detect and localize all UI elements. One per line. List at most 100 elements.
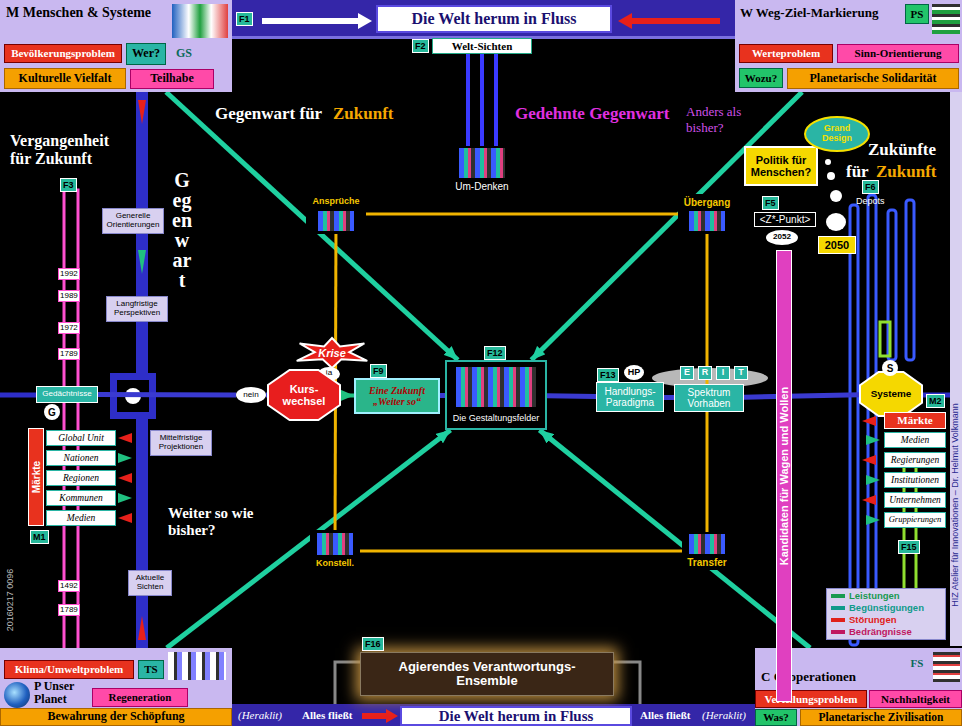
thumbnail-picture [689, 211, 725, 231]
section-heading: Gedehnte Gegenwart [515, 104, 669, 124]
decision-octagon: Kurs-wechsel [268, 370, 340, 420]
connector [166, 92, 458, 360]
section-heading: Vergangenheit für Zukunft [10, 132, 128, 168]
note: Depots [856, 196, 885, 206]
box-label: Transfer [687, 557, 726, 568]
box-label: Werteproblem [752, 47, 820, 59]
view-pillar [466, 54, 470, 146]
title-banner: Die Welt herum in Fluss [400, 706, 632, 726]
callout-number: F3 [60, 178, 77, 192]
thumbnail-picture [172, 4, 228, 38]
bottom-band [232, 704, 755, 726]
box-label: Regeneration [109, 691, 172, 703]
process-box: Gedächtnisse [36, 386, 98, 403]
small-arrow [138, 616, 146, 640]
thumbnail-picture [932, 4, 960, 34]
callout-number: F6 [862, 180, 879, 194]
box-label: Klima/Umweltproblem [15, 663, 124, 675]
actor-box: Gruppierungen [884, 512, 946, 528]
system-octagon: Systeme [860, 372, 922, 416]
corner-panel: P Unser PlanetKlima/UmweltproblemTSRegen… [0, 648, 232, 726]
actor-box: Institutionen [884, 472, 946, 488]
legend-swatch [831, 618, 845, 622]
small-arrow [866, 475, 880, 485]
callout-number: M2 [926, 394, 945, 408]
box-label: Bewahrung der Schöpfung [47, 710, 184, 723]
axis-line [0, 393, 36, 398]
quote-note: (Heraklit) [700, 709, 748, 721]
depot-bar [850, 205, 858, 645]
shape-fill [297, 338, 368, 368]
letter-box: E [680, 366, 694, 380]
depot-bar [906, 200, 914, 360]
box-label: Nationen [64, 453, 99, 463]
label-text: F13 [600, 370, 616, 380]
label-text: HIZ Atelier für Innovationen – Dr. Helmu… [950, 403, 960, 607]
box-label: Eine Zukunft „Weiter so“ [359, 385, 435, 407]
label-text: Vergangenheit für Zukunft [10, 132, 109, 167]
label-text: 1789 [60, 349, 78, 358]
connector [664, 395, 674, 400]
box-label: <Z*-Punkt> [760, 214, 811, 225]
box-label: Kurs-wechsel [279, 383, 329, 407]
code-box: PS [905, 4, 929, 24]
box-label: Was? [763, 711, 789, 723]
box-label: Gedächtnisse [42, 390, 92, 399]
actor-box: Kommunen [46, 490, 116, 506]
connector [366, 213, 678, 216]
letter-box: T [734, 366, 748, 380]
legend-text: Begünstigungen [849, 602, 924, 614]
flow-arrow [618, 13, 720, 29]
box-label: Generelle Orientierungen [106, 212, 160, 230]
label-text: Weiter so wie bisher? [168, 505, 254, 538]
label-text: Gedehnte Gegenwart [515, 104, 669, 123]
connector [480, 54, 484, 146]
box-label: Wer? [132, 47, 160, 60]
corner-panel: W Weg-Ziel-MarkierungPSWerteproblemSinn-… [735, 0, 962, 92]
code-box: FS [905, 654, 929, 672]
label-text: F16 [365, 639, 381, 649]
thumbnail-picture [4, 682, 30, 708]
marker-box: <Z*-Punkt> [754, 212, 816, 227]
corner-panel: M Menschen & SystemeBevölkerungsproblemW… [0, 0, 232, 92]
small-oval: HP [624, 365, 644, 380]
box-label: Um-Denken [455, 181, 508, 192]
box-label: Unternehmen [889, 495, 941, 505]
connector [98, 392, 236, 397]
legend-box: LeistungenBegünstigungenStörungenBedräng… [826, 588, 946, 640]
label-text: 20160217 0096 [5, 569, 15, 632]
box-label: S [887, 363, 894, 374]
view-pillar [494, 54, 498, 146]
theme-box: Nachhaltigkeit [869, 690, 962, 708]
callout-number: F16 [362, 637, 384, 651]
thumbnail-picture [317, 533, 353, 555]
actor-box: Medien [884, 432, 946, 448]
label-text: 1492 [60, 581, 78, 590]
goal-box: Planetarische Zivilisation [800, 709, 962, 726]
small-arrow [138, 250, 146, 274]
label-text: M2 [929, 396, 942, 406]
view-box: Welt-Sichten [432, 38, 532, 54]
quote-note: Alles fließt [300, 709, 354, 721]
legend-swatch [831, 594, 845, 598]
goal-box: Planetarische Solidarität [787, 68, 959, 89]
small-oval: nein [236, 387, 266, 403]
central-box: Die Gestaltungsfelder [445, 360, 547, 430]
actor-box: Medien [46, 510, 116, 526]
box-label: 2052 [773, 233, 791, 242]
actor-box: Nationen [46, 450, 116, 466]
section-heading: Zukünfte [868, 140, 936, 160]
label-text: Alles fließt [640, 709, 690, 721]
small-arrow [862, 495, 876, 505]
box-label: Aktuelle Sichten [132, 574, 168, 592]
callout-number: F5 [762, 196, 779, 210]
year-box: 2050 [818, 236, 856, 254]
year-mark: 1789 [58, 348, 80, 360]
question-box: Was? [755, 709, 797, 726]
time-bar [136, 40, 148, 704]
box-label: Kulturelle Vielfalt [19, 72, 112, 85]
box-label: Kandidaten für Wagen und Wollen [778, 387, 790, 565]
box-label: Planetarische Solidarität [810, 72, 937, 85]
small-arrow [866, 435, 880, 445]
question-note: Weiter so wie bisher? [168, 505, 254, 539]
